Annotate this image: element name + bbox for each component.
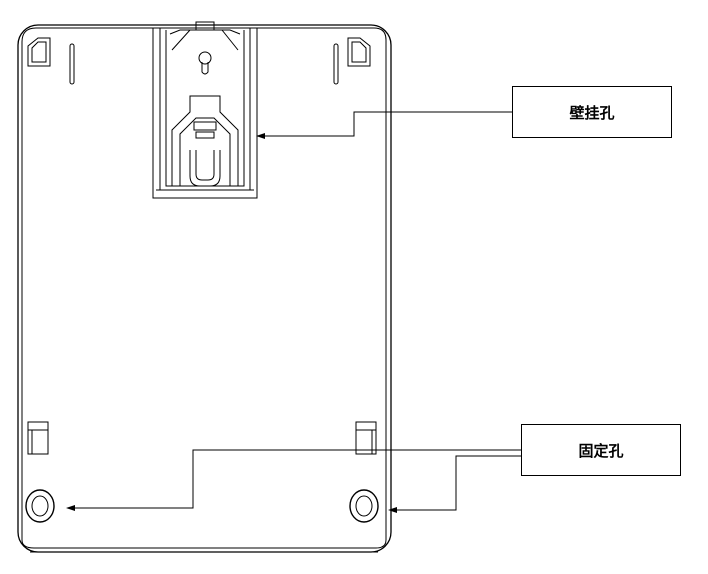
fixing-label: 固定孔 [578,441,624,460]
wall-hang-bracket [152,21,258,199]
top-left-corner-pad [27,37,51,67]
wall-hang-callout-box: 壁挂孔 [512,86,672,138]
fixing-right-leader-line [394,455,521,511]
right-fixing-hole [349,489,379,523]
top-right-corner-pad [347,37,371,67]
enclosure-outline [17,24,392,553]
lower-left-tab [27,421,49,455]
wall-hang-label: 壁挂孔 [569,103,615,122]
wall-hang-leader-line [262,111,512,137]
top-left-slot [69,43,75,85]
fixing-callout-box: 固定孔 [521,424,681,476]
enclosure-inner-rim [21,27,387,549]
fixing-left-leader-line [72,449,521,509]
wall-hang-arrowhead [256,133,265,139]
keyhole-icon [198,51,212,65]
lower-right-tab [355,421,377,455]
top-right-slot [333,43,339,85]
fixing-right-arrowhead [388,507,397,513]
fixing-left-arrowhead [66,505,75,511]
left-fixing-hole [25,489,55,523]
